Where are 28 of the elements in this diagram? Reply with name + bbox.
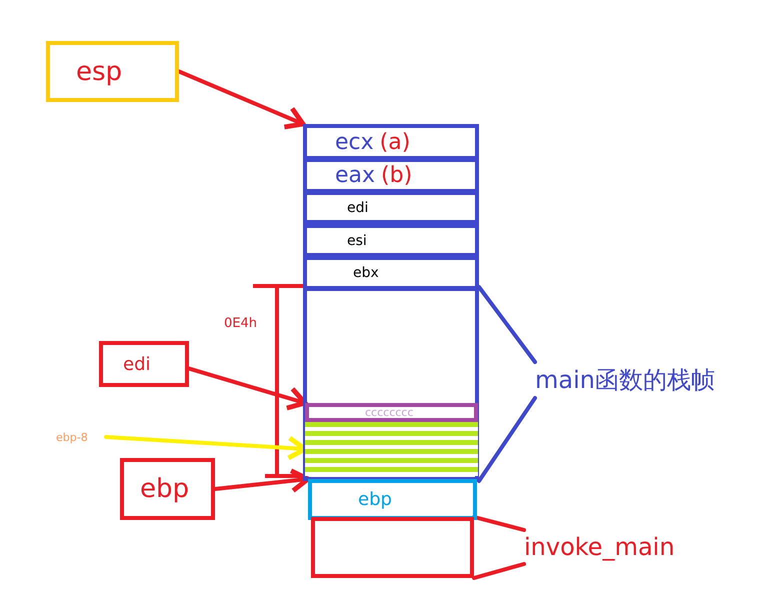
- caller-frame-label: invoke_main: [524, 530, 724, 564]
- stack-frame-label: main函数的栈帧: [535, 362, 775, 398]
- connector-line: [472, 562, 526, 580]
- stack-slot: [303, 124, 479, 160]
- stack-frame-box: [303, 287, 479, 481]
- value-tag: (a): [380, 130, 410, 154]
- filler-bytes-box: [305, 422, 478, 476]
- register-box: esp: [46, 41, 179, 102]
- stack-slot: cccccccc: [305, 403, 478, 422]
- stack-slot: edi: [303, 191, 479, 224]
- stack-slot: [303, 158, 479, 193]
- register-box: edi: [99, 341, 189, 387]
- register-name: ecx: [335, 130, 374, 154]
- arrow: [177, 70, 306, 130]
- stack-slot: ebx: [303, 256, 479, 290]
- stack-slot: ebp: [308, 479, 477, 520]
- stack-slot: esi: [303, 224, 479, 257]
- connector-line: [477, 396, 537, 483]
- arrow: [213, 468, 310, 494]
- caller-frame-box: [311, 517, 474, 578]
- register-box: ebp: [120, 458, 215, 520]
- register-name: eax: [335, 163, 376, 188]
- connector-line: [472, 515, 526, 532]
- arrow: [187, 366, 308, 410]
- pointer-label: ebp-8: [56, 428, 106, 446]
- dimension-label: 0E4h: [224, 316, 257, 331]
- value-tag: (b): [381, 163, 412, 188]
- connector-line: [477, 285, 537, 364]
